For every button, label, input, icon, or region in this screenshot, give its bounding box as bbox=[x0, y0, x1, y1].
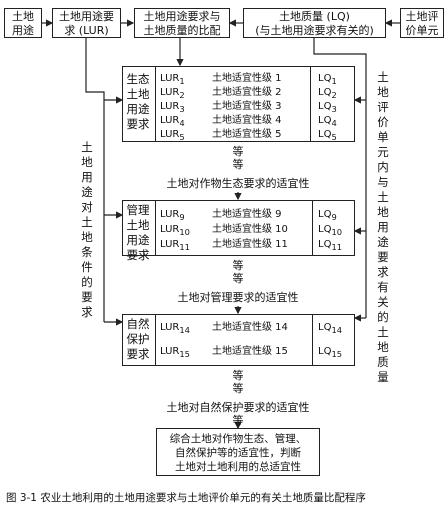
group1-row-lq: LQ3 bbox=[318, 101, 337, 114]
group3-row-suit: 土地适宜性级 14 bbox=[212, 322, 288, 333]
right-vertical-label: 土地评价单元内与土地用途要求有关的土地质量 bbox=[377, 70, 389, 384]
group3-etc-after: 等 bbox=[232, 414, 244, 427]
left-vertical-label: 土地用途对土地条件的要求 bbox=[81, 140, 93, 319]
group1-row-suit: 土地适宜性级 3 bbox=[212, 101, 282, 112]
lur-label: 土地用途要 求 (LUR) bbox=[59, 10, 114, 37]
group2-row: LUR9 bbox=[160, 209, 185, 222]
group2-row-lq: LQ11 bbox=[318, 239, 343, 252]
lur-box: 土地用途要 求 (LUR) bbox=[52, 8, 121, 38]
group1-lq-divider bbox=[310, 66, 312, 142]
group1-summary: 土地对作物生态要求的适宜性 bbox=[166, 177, 310, 190]
group3-lq-divider bbox=[312, 314, 314, 366]
group1-row: LUR4 bbox=[160, 115, 185, 128]
group1-etc: 等 等 bbox=[232, 145, 244, 171]
group3-row-suit: 土地适宜性级 15 bbox=[212, 346, 288, 357]
group2-row-suit: 土地适宜性级 11 bbox=[212, 239, 288, 250]
group3-row-lq: LQ15 bbox=[318, 346, 343, 359]
group2-row-lq: LQ10 bbox=[318, 224, 343, 237]
group1-row-lq: LQ2 bbox=[318, 87, 337, 100]
group1-row: LUR3 bbox=[160, 101, 185, 114]
comparison-box: 土地用途要求与 土地质量的比配 bbox=[134, 8, 230, 38]
group1-label: 生态土地用途要求 bbox=[126, 72, 150, 131]
group3-etc: 等 等 bbox=[232, 369, 244, 395]
group2-box bbox=[122, 200, 355, 256]
left-bracket-line bbox=[85, 37, 105, 322]
unit-box: 土地评 价单元 bbox=[400, 8, 444, 38]
group3-label: 自然保护要求 bbox=[126, 317, 150, 361]
comparison-label: 土地用途要求与 土地质量的比配 bbox=[143, 10, 221, 37]
group1-row: LUR2 bbox=[160, 87, 185, 100]
right-bracket-line bbox=[313, 37, 367, 318]
lq-label: 土地质量 (LQ) (与土地用途要求有关的) bbox=[255, 10, 374, 37]
group1-row-lq: LQ1 bbox=[318, 73, 337, 86]
group1-row-lq: LQ5 bbox=[318, 129, 337, 142]
final-box: 综合土地对作物生态、管理、 自然保护等的适宜性，判断 土地对土地利用的总适宜性 bbox=[156, 428, 320, 476]
group2-row-suit: 土地适宜性级 9 bbox=[212, 209, 282, 220]
unit-label: 土地评 价单元 bbox=[405, 10, 439, 37]
group2-label-cell: 管理土地用途要求 bbox=[122, 200, 156, 262]
group2-lq-divider bbox=[312, 200, 314, 256]
group1-row: LUR1 bbox=[160, 73, 185, 86]
group2-row: LUR11 bbox=[160, 239, 190, 252]
figure-caption: 图 3-1 农业土地利用的土地用途要求与土地评价单元的有关土地质量比配程序 bbox=[6, 492, 366, 504]
group2-row: LUR10 bbox=[160, 224, 190, 237]
group1-row-suit: 土地适宜性级 2 bbox=[212, 87, 282, 98]
lq-box: 土地质量 (LQ) (与土地用途要求有关的) bbox=[243, 8, 386, 38]
group3-row: LUR14 bbox=[160, 322, 190, 335]
group1-row-suit: 土地适宜性级 4 bbox=[212, 115, 282, 126]
group1-row-suit: 土地适宜性级 1 bbox=[212, 73, 282, 84]
land-use-label: 土地 用途 bbox=[12, 10, 34, 37]
group3-row-lq: LQ14 bbox=[318, 322, 343, 335]
land-use-box: 土地 用途 bbox=[4, 8, 42, 38]
group3-label-cell: 自然保护要求 bbox=[122, 314, 156, 366]
group2-row-lq: LQ9 bbox=[318, 209, 337, 222]
group3-box bbox=[122, 314, 355, 366]
group3-row: LUR15 bbox=[160, 346, 190, 359]
group3-summary: 土地对自然保护要求的适宜性 bbox=[166, 401, 310, 414]
group1-row: LUR5 bbox=[160, 129, 185, 142]
group2-row-suit: 土地适宜性级 10 bbox=[212, 224, 288, 235]
final-text: 综合土地对作物生态、管理、 自然保护等的适宜性，判断 土地对土地利用的总适宜性 bbox=[169, 433, 307, 473]
group1-row-lq: LQ4 bbox=[318, 115, 337, 128]
group2-label: 管理土地用途要求 bbox=[126, 203, 150, 262]
group2-summary: 土地对管理要求的适宜性 bbox=[177, 291, 299, 304]
group1-row-suit: 土地适宜性级 5 bbox=[212, 129, 282, 140]
group1-label-cell: 生态土地用途要求 bbox=[122, 66, 156, 142]
group2-etc: 等 等 bbox=[232, 259, 244, 285]
group1-box bbox=[122, 66, 355, 142]
